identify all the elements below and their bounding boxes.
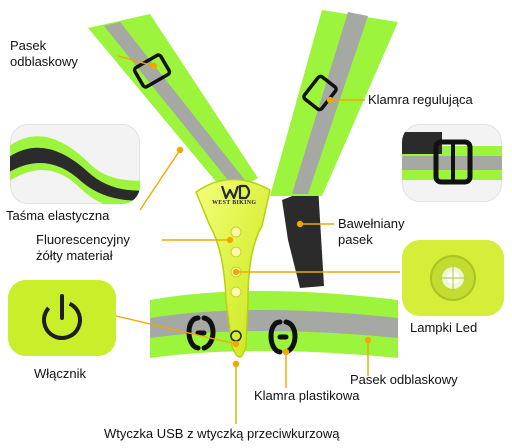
led-lamp-image	[402, 240, 504, 316]
elastic-tape-image	[10, 136, 140, 204]
inset-adjust-buckle	[402, 124, 502, 202]
led-1	[230, 226, 242, 238]
label-power-switch: Włącznik	[34, 366, 87, 381]
inset-power-switch	[8, 280, 116, 356]
label-plastic-buckle: Klamra plastikowa	[254, 388, 360, 403]
leader-lines	[115, 55, 400, 424]
cotton-strap	[282, 186, 324, 288]
led-4	[230, 286, 242, 298]
logo-mark	[220, 184, 251, 200]
left-buckle	[132, 53, 172, 89]
label-adjust-buckle: Klamra regulująca	[368, 92, 473, 107]
inset-elastic-tape	[10, 124, 140, 204]
label-reflective-strap-bottom: Pasek odblaskowy	[350, 372, 458, 387]
label-cotton-strap: Bawełniany pasek	[338, 216, 405, 247]
led-2	[230, 246, 242, 258]
power-switch-image	[8, 280, 116, 356]
label-led-lamps: Lampki Led	[410, 320, 478, 335]
label-fluorescent-material: Fluorescencyjny żółty materiał	[36, 232, 130, 263]
label-usb-plug: Wtyczka USB z wtyczką przeciwkurzową	[104, 426, 340, 441]
label-reflective-strap-top: Pasek odblaskowy	[10, 38, 78, 69]
adjust-buckle-image	[402, 132, 502, 185]
label-elastic-tape: Taśma elastyczna	[6, 208, 110, 223]
logo-text: WEST BIKING	[212, 200, 257, 206]
inset-led-lamp	[402, 240, 504, 316]
belt-buckle-left	[186, 315, 216, 351]
